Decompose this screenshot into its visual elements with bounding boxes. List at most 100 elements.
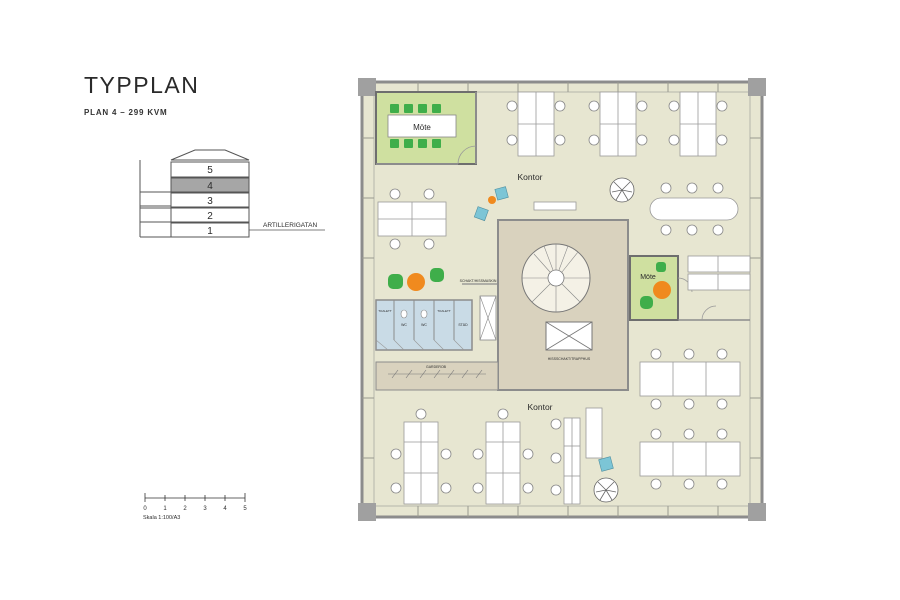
chair [554, 134, 566, 146]
corner-column [358, 503, 376, 521]
label-schakt: SCHAKT/HISSMASKIN [460, 279, 497, 283]
chair [712, 224, 724, 236]
label-wc-1: WC [401, 323, 407, 327]
chair [390, 139, 399, 148]
section-floor-2 [170, 207, 250, 223]
chair [522, 448, 534, 460]
scale-tick-4: 4 [223, 506, 227, 512]
chair [418, 104, 427, 113]
chair [418, 139, 427, 148]
section-roof [170, 149, 250, 161]
label-toalett-right: TOALETT [437, 309, 451, 313]
desk-cluster-left [377, 201, 447, 237]
building-section-diagram: 5 4 3 2 1 ARTILLERIGATAN [139, 149, 325, 238]
scale-caption: Skala 1:100/A3 [143, 515, 180, 521]
bench [533, 201, 577, 211]
scale-tick-2: 2 [183, 506, 187, 512]
chair [683, 348, 695, 360]
chair [472, 448, 484, 460]
lounge-chair-green [388, 274, 403, 289]
chair [550, 484, 562, 496]
room-label-office-top: Kontor [517, 172, 542, 182]
chair [683, 428, 695, 440]
chair [404, 104, 413, 113]
scale-tick-0: 0 [143, 506, 147, 512]
lounge-chair [473, 206, 489, 222]
section-floor-5 [170, 161, 250, 178]
desk-cluster-bottom [403, 407, 603, 505]
chair [650, 348, 662, 360]
room-label-meeting-right: Möte [640, 274, 656, 281]
toilet-icon [420, 309, 428, 319]
scale-tick-5: 5 [243, 506, 247, 512]
label-toalett-left: TOALETT [378, 309, 392, 313]
street-label: ARTILLERIGATAN [263, 222, 317, 229]
chair [716, 398, 728, 410]
label-elevator: HISSSCHAKT/TRAPPHUS [548, 357, 591, 361]
round-table [653, 281, 671, 299]
chair [432, 139, 441, 148]
section-floor-label-2: 2 [207, 211, 213, 222]
scale-bar: 0 1 2 3 4 5 Skala 1:100/A3 [143, 493, 247, 521]
chair [686, 224, 698, 236]
lounge-chair-green [430, 268, 444, 282]
toilet-icon [400, 309, 408, 319]
page-subtitle: PLAN 4 – 299 KVM [84, 108, 168, 117]
chair [716, 348, 728, 360]
chair [636, 100, 648, 112]
chair [686, 182, 698, 194]
room-label-office-bottom: Kontor [527, 402, 552, 412]
chair [423, 238, 435, 250]
floor-plan: Möte Kontor [358, 78, 766, 521]
label-garderob: GARDEROB [426, 365, 447, 369]
label-stad: STÄD [458, 323, 468, 327]
chair [390, 482, 402, 494]
page-title: TYPPLAN [84, 72, 200, 98]
chair [716, 134, 728, 146]
lounge-chair-green [640, 296, 653, 309]
section-floor-label-1: 1 [207, 226, 213, 237]
oval-table [649, 197, 739, 221]
corner-column [748, 503, 766, 521]
meeting-table [387, 114, 457, 138]
section-floor-3 [170, 192, 250, 208]
chair [716, 100, 728, 112]
chair [588, 134, 600, 146]
chair [660, 182, 672, 194]
chair [716, 478, 728, 490]
storage-cabinets [687, 255, 751, 291]
chair [550, 452, 562, 464]
section-floor-4 [170, 177, 250, 193]
chair [440, 482, 452, 494]
corner-column [748, 78, 766, 96]
lounge-chair [494, 186, 509, 201]
chair [712, 182, 724, 194]
chair [390, 448, 402, 460]
chair [650, 478, 662, 490]
section-floor-label-4: 4 [207, 181, 213, 192]
chair [660, 224, 672, 236]
chair [716, 428, 728, 440]
chair [497, 408, 509, 420]
chair [650, 428, 662, 440]
chair [506, 134, 518, 146]
desk-cluster-right [639, 361, 741, 477]
chair [636, 134, 648, 146]
chair [415, 408, 427, 420]
section-floor-label-5: 5 [207, 165, 213, 176]
chair [390, 104, 399, 113]
chair [683, 478, 695, 490]
scale-tick-1: 1 [163, 506, 167, 512]
room-label-meeting-top: Möte [413, 123, 431, 132]
chair [683, 398, 695, 410]
chair [472, 482, 484, 494]
lounge-chair [598, 456, 614, 472]
chair [432, 104, 441, 113]
chair [423, 188, 435, 200]
side-table [407, 273, 425, 291]
desk-cluster-top [517, 91, 717, 157]
chair [404, 139, 413, 148]
chair [668, 100, 680, 112]
chair [588, 100, 600, 112]
chair [668, 134, 680, 146]
